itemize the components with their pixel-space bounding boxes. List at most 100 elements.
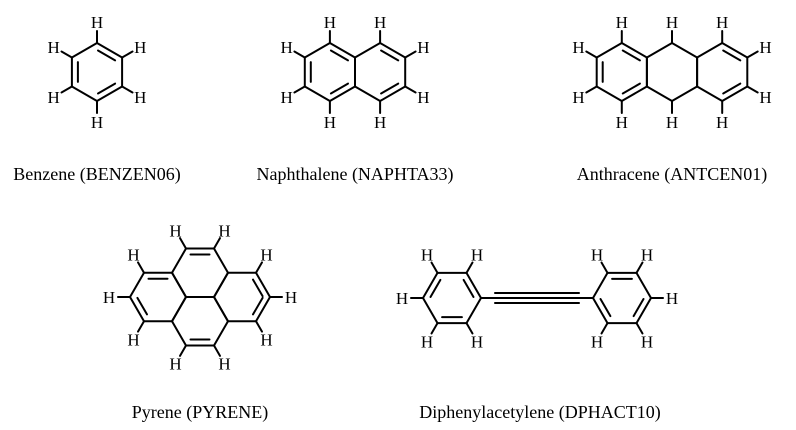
phenyl-right-bond-3 bbox=[592, 271, 609, 299]
anthracene-ring1-bond-5 bbox=[595, 42, 623, 59]
pyrene-ring-top-bond-0 bbox=[213, 271, 229, 298]
benzene-h-2-bond bbox=[121, 85, 134, 94]
pyrene-ring-bottom-bond-2 bbox=[171, 320, 187, 347]
benzene-bond-5 bbox=[70, 42, 98, 59]
naphthalene-ring2-h-1-bond bbox=[404, 50, 417, 59]
bond-layer bbox=[60, 30, 759, 357]
phenyl-right-h-5-label: H bbox=[641, 246, 653, 265]
anthracene-ring1-h-5-label: H bbox=[572, 38, 584, 57]
pyrene-ring-right-h-1-label: H bbox=[260, 330, 272, 349]
pyrene-ring-right-h-0-label: H bbox=[285, 288, 297, 307]
pyrene-ring-top-h-4-bond bbox=[179, 237, 187, 250]
pyrene-ring-bottom-h-2-bond bbox=[179, 344, 187, 357]
anthracene-ring3-h-1-bond bbox=[746, 50, 759, 59]
anthracene-ring2-bond-3 bbox=[645, 85, 673, 102]
naphthalene-ring1-bond-3 bbox=[303, 85, 331, 102]
pyrene-ring-right-double-5 bbox=[252, 278, 264, 298]
phenyl-right-double-2 bbox=[599, 298, 612, 318]
naphthalene-ring1-double-2 bbox=[329, 82, 349, 95]
phenyl-left-double-3 bbox=[429, 278, 442, 298]
naphthalene-ring2-h-3-label: H bbox=[374, 113, 386, 132]
phenyl-left-h-1-bond bbox=[465, 322, 474, 335]
anthracene-ring1-bond-3 bbox=[595, 85, 623, 102]
naphthalene-ring1-bond-0 bbox=[328, 42, 356, 59]
benzene-h-5-bond bbox=[60, 50, 73, 59]
phenyl-left-bond-5 bbox=[465, 271, 482, 299]
pyrene-ring-right-bond-0 bbox=[255, 296, 271, 323]
benzene-bond-0 bbox=[96, 42, 124, 59]
benzene-bond-2 bbox=[96, 85, 124, 102]
anthracene-ring1-h-3-label: H bbox=[616, 113, 628, 132]
phenyl-right-h-5-bond bbox=[635, 261, 644, 274]
phenyl-left-h-2-label: H bbox=[421, 332, 433, 351]
phenyl-left-bond-3 bbox=[422, 271, 439, 299]
pyrene-ring-left-bond-2 bbox=[129, 296, 145, 323]
phenyl-right-h-2-bond bbox=[600, 322, 609, 335]
phenyl-left-bond-2 bbox=[422, 297, 439, 325]
naphthalene-ring2-double-0 bbox=[380, 49, 400, 62]
naphthalene-ring1-h-3-label: H bbox=[324, 113, 336, 132]
pyrene-ring-bottom-bond-0 bbox=[213, 320, 229, 347]
naphthalene-ring2-h-2-bond bbox=[404, 85, 417, 94]
pyrene-ring-left-h-2-label: H bbox=[127, 330, 139, 349]
phenyl-right-h-4-label: H bbox=[591, 246, 603, 265]
pyrene-ring-left-h-3-label: H bbox=[103, 288, 115, 307]
phenyl-left-h-2-bond bbox=[430, 322, 439, 335]
naphthalene-ring2-double-2 bbox=[380, 82, 400, 95]
phenyl-right-bond-0 bbox=[635, 297, 652, 325]
phenyl-left-bond-0 bbox=[465, 297, 482, 325]
pyrene-ring-left-bond-3 bbox=[129, 271, 145, 298]
naphthalene-ring1-h-5-label: H bbox=[280, 38, 292, 57]
pyrene-ring-top-h-4-label: H bbox=[169, 221, 181, 240]
phenyl-left-h-3-label: H bbox=[396, 289, 408, 308]
naphthalene-ring1-bond-2 bbox=[328, 85, 356, 102]
phenyl-right-h-1-label: H bbox=[641, 332, 653, 351]
anthracene-ring3-bond-2 bbox=[721, 85, 749, 102]
naphthalene-ring1-h-0-label: H bbox=[324, 13, 336, 32]
benzene-h-1-label: H bbox=[134, 38, 146, 57]
phenyl-right-bond-2 bbox=[592, 297, 609, 325]
anthracene-ring1-h-0-label: H bbox=[616, 13, 628, 32]
anthracene-ring3-double-0 bbox=[722, 49, 742, 62]
pyrene-ring-left-h-4-bond bbox=[137, 261, 145, 274]
benzene-h-5-label: H bbox=[48, 38, 60, 57]
pyrene-ring-top-h-5-label: H bbox=[218, 221, 230, 240]
caption-diphenylacetylene: Diphenylacetylene (DPHACT10) bbox=[419, 402, 660, 423]
phenyl-right-bond-5 bbox=[635, 271, 652, 299]
anthracene-ring1-bond-2 bbox=[620, 85, 648, 102]
naphthalene-ring1-bond-5 bbox=[303, 42, 331, 59]
caption-pyrene: Pyrene (PYRENE) bbox=[132, 402, 268, 423]
pyrene-ring-right-bond-5 bbox=[255, 271, 271, 298]
naphthalene-ring2-bond-5 bbox=[354, 42, 382, 59]
pyrene-ring-bottom-bond-3 bbox=[171, 296, 187, 323]
naphthalene-ring1-h-4-label: H bbox=[280, 88, 292, 107]
benzene-h-4-label: H bbox=[48, 88, 60, 107]
naphthalene-ring1-h-5-bond bbox=[293, 50, 306, 59]
phenyl-right-h-1-bond bbox=[635, 322, 644, 335]
caption-benzene: Benzene (BENZEN06) bbox=[13, 164, 180, 185]
benzene-h-4-bond bbox=[60, 85, 73, 94]
naphthalene-ring2-bond-3 bbox=[354, 85, 382, 102]
pyrene-ring-right-h-5-bond bbox=[255, 261, 263, 274]
naphthalene-ring2-h-2-label: H bbox=[417, 88, 429, 107]
benzene-h-2-label: H bbox=[134, 88, 146, 107]
anthracene-ring1-h-4-bond bbox=[585, 85, 598, 94]
naphthalene-ring2-h-1-label: H bbox=[417, 38, 429, 57]
anthracene-ring3-h-1-label: H bbox=[759, 38, 771, 57]
phenyl-left-h-4-label: H bbox=[421, 246, 433, 265]
anthracene-ring2-h-0-label: H bbox=[666, 13, 678, 32]
naphthalene-ring1-double-0 bbox=[329, 49, 349, 62]
pyrene-ring-bottom-h-1-label: H bbox=[218, 355, 230, 374]
pyrene-ring-left-h-2-bond bbox=[137, 320, 145, 333]
benzene-h-0-label: H bbox=[91, 13, 103, 32]
pyrene-ring-top-h-5-bond bbox=[213, 237, 221, 250]
phenyl-right-h-2-label: H bbox=[591, 332, 603, 351]
caption-anthracene: Anthracene (ANTCEN01) bbox=[577, 164, 767, 185]
benzene-bond-3 bbox=[70, 85, 98, 102]
phenyl-left-double-5 bbox=[462, 278, 475, 298]
pyrene-ring-left-h-4-label: H bbox=[127, 246, 139, 265]
benzene-h-1-bond bbox=[121, 50, 134, 59]
caption-naphthalene: Naphthalene (NAPHTA33) bbox=[256, 164, 453, 185]
phenyl-left-h-5-bond bbox=[465, 261, 474, 274]
